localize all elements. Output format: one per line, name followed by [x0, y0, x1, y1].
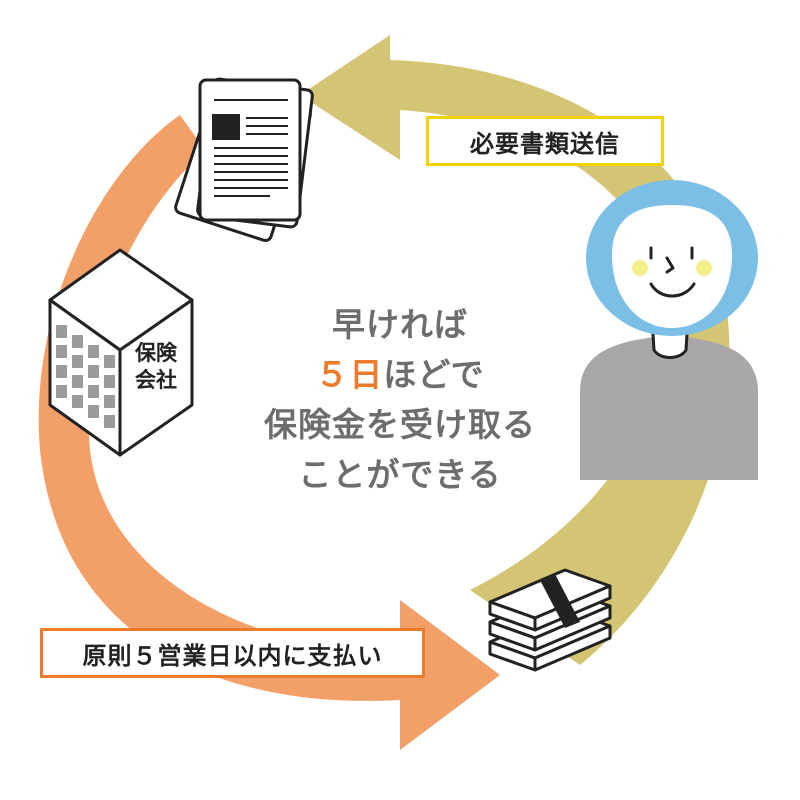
- center-message-line2-rest: ほどで: [383, 355, 485, 394]
- center-message-line2: ５日ほどで: [205, 350, 595, 400]
- center-message-line1: 早ければ: [332, 305, 468, 344]
- send-documents-label: 必要書類送信: [426, 116, 664, 166]
- khaki-cycle-arrow: [300, 35, 730, 665]
- center-message-line3: 保険金を受け取る: [264, 405, 536, 444]
- insurance-company-building-icon: [48, 248, 194, 457]
- insurance-company-line1: 保険: [135, 341, 177, 365]
- orange-cycle-arrow: [38, 115, 501, 750]
- center-message-days: ５日: [315, 355, 384, 394]
- insurance-company-line2: 会社: [135, 368, 177, 392]
- center-message: 早ければ ５日ほどで 保険金を受け取る ことができる: [205, 300, 595, 500]
- send-documents-text: 必要書類送信: [470, 129, 620, 158]
- person-body: [580, 335, 758, 480]
- money-bundle-icon: [488, 568, 612, 672]
- center-message-line4: ことができる: [298, 455, 502, 494]
- person-illustration: [580, 180, 758, 480]
- documents-icon: [174, 77, 314, 243]
- payment-rule-text: 原則５営業日以内に支払い: [82, 641, 383, 670]
- payment-rule-label: 原則５営業日以内に支払い: [40, 628, 425, 678]
- insurance-company-label: 保険 会社: [124, 340, 188, 394]
